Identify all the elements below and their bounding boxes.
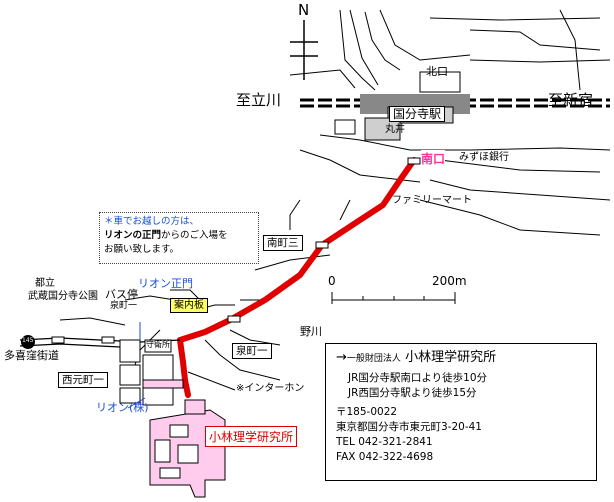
bus-stop-label: バス停 (105, 288, 138, 301)
rion-company-label: リオン(株) (96, 401, 149, 414)
north-label: N (298, 1, 310, 19)
route-number: 145 (22, 337, 34, 344)
bank-label: みずほ銀行 (459, 152, 509, 163)
intersection-izumicho1: 泉町一 (232, 343, 272, 359)
access-walk-2: JR西国分寺駅より徒歩15分 (348, 387, 477, 399)
marui-label: 丸井 (385, 124, 405, 135)
fax: FAX 042-322-4698 (336, 451, 434, 463)
station-name: 国分寺駅 (389, 106, 446, 122)
rion-site (119, 339, 184, 406)
north-arrow-icon (290, 20, 318, 80)
family-mart-label: ファミリーマート (392, 195, 472, 206)
intercom-label: ※インターホン (236, 383, 305, 394)
telephone: TEL 042-321-2841 (336, 436, 433, 448)
guard-house-label: 守衛所 (146, 340, 170, 349)
route-marker-icon (21, 335, 35, 349)
scale-bar (331, 292, 456, 304)
south-exit-label: 南口 (421, 150, 446, 167)
walking-route (177, 157, 417, 398)
park-label-1: 都立 (35, 278, 55, 289)
signal-icon (51, 157, 421, 344)
institute-label: 小林理学研究所 (205, 426, 298, 447)
bus-stop-name: 泉町一 (110, 301, 138, 311)
rion-gate-label: リオン正門 (138, 277, 193, 290)
river-label: 野川 (300, 325, 322, 338)
institute-info: →一般財団法人 小林理学研究所 JR国分寺駅南口より徒歩10分 JR西国分寺駅よ… (325, 343, 597, 481)
intersection-minamicho3: 南町三 (263, 235, 303, 251)
postal-code: 〒185-0022 (336, 406, 398, 418)
car-notice-line3: お願い致します。 (104, 244, 180, 255)
guide-board-label: 案内板 (170, 298, 208, 313)
park-label-2: 武蔵国分寺公園 (28, 291, 98, 302)
direction-east: 至新宿 (548, 91, 594, 109)
intersection-nishimotomachi1: 西元町一 (58, 372, 108, 388)
street-grid (59, 9, 611, 381)
org-name: →一般財団法人 小林理学研究所 (336, 350, 497, 365)
scale-start: 0 (328, 274, 336, 288)
address: 東京都国分寺市東元町3-20-41 (336, 421, 482, 433)
car-notice-line1: ＊車でお越しの方は、 (104, 216, 200, 227)
access-walk-1: JR国分寺駅南口より徒歩10分 (348, 372, 488, 384)
institute-site (149, 399, 226, 498)
scale-end: 200m (432, 274, 467, 288)
tama-street-label: 多喜窪街道 (4, 349, 59, 362)
car-notice-rion-gate: リオンの正門 (104, 230, 162, 241)
car-notice: ＊車でお越しの方は、 リオンの正門からのご入場を お願い致します。 (99, 212, 259, 264)
car-notice-line2: リオンの正門からのご入場を (104, 230, 228, 241)
direction-west: 至立川 (236, 91, 282, 109)
station-north-exit: 北口 (426, 65, 448, 78)
